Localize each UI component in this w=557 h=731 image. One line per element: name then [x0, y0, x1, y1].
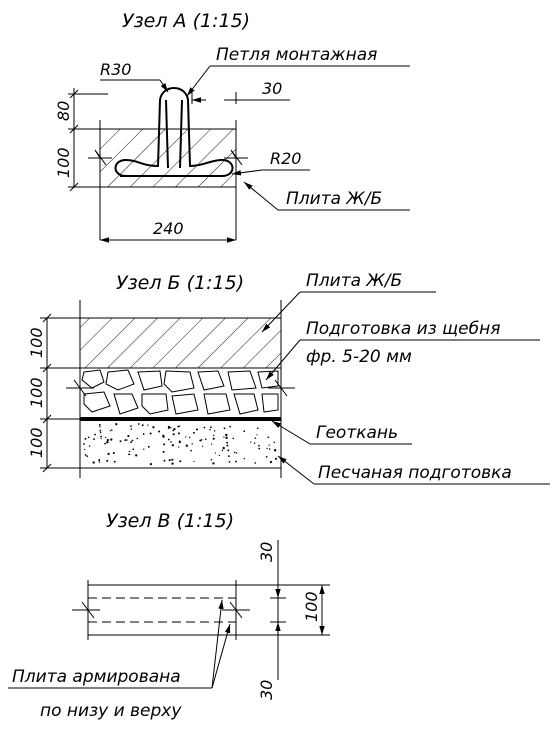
callout-sand: Песчаная подготовка — [318, 463, 512, 483]
layer-geotextile — [80, 417, 281, 421]
dim-r20: R20 — [270, 149, 301, 168]
mounting-loop — [114, 87, 234, 177]
callout-plate-b: Плита Ж/Б — [306, 271, 402, 291]
node-c: Узел В (1:15) 30 100 30 Плита армирована… — [8, 510, 330, 721]
callout-geotextile: Геоткань — [316, 423, 398, 443]
dim-100-a: 100 — [54, 147, 73, 178]
node-a: Узел А (1:15) R30 Петля монтажная 30 — [54, 10, 410, 243]
node-b: Узел Б (1:15) — [27, 271, 550, 485]
callout-gravel-line2: фр. 5-20 мм — [306, 347, 412, 367]
dim-c-total: 100 — [302, 591, 321, 622]
dim-layer-3: 100 — [27, 427, 46, 458]
dim-c-top: 30 — [257, 542, 276, 562]
layer-concrete — [80, 317, 281, 369]
dim-layer-2: 100 — [27, 377, 46, 408]
dim-30: 30 — [262, 79, 282, 98]
node-c-title: Узел В (1:15) — [106, 510, 234, 532]
node-a-title: Узел А (1:15) — [122, 10, 250, 32]
callout-plate-a: Плита Ж/Б — [286, 189, 382, 209]
callout-mounting-loop: Петля монтажная — [216, 45, 377, 65]
note-reinforcement-line1: Плита армирована — [12, 667, 181, 687]
dim-80: 80 — [54, 101, 73, 121]
dim-c-bottom: 30 — [257, 680, 276, 700]
dim-layer-1: 100 — [27, 327, 46, 358]
layer-sand — [80, 423, 281, 469]
callout-gravel-line1: Подготовка из щебня — [306, 319, 500, 339]
dim-240: 240 — [153, 219, 184, 238]
layer-gravel — [66, 369, 295, 415]
note-reinforcement-line2: по низу и верху — [40, 701, 182, 721]
node-b-title: Узел Б (1:15) — [116, 272, 244, 294]
dim-r30: R30 — [100, 60, 131, 79]
